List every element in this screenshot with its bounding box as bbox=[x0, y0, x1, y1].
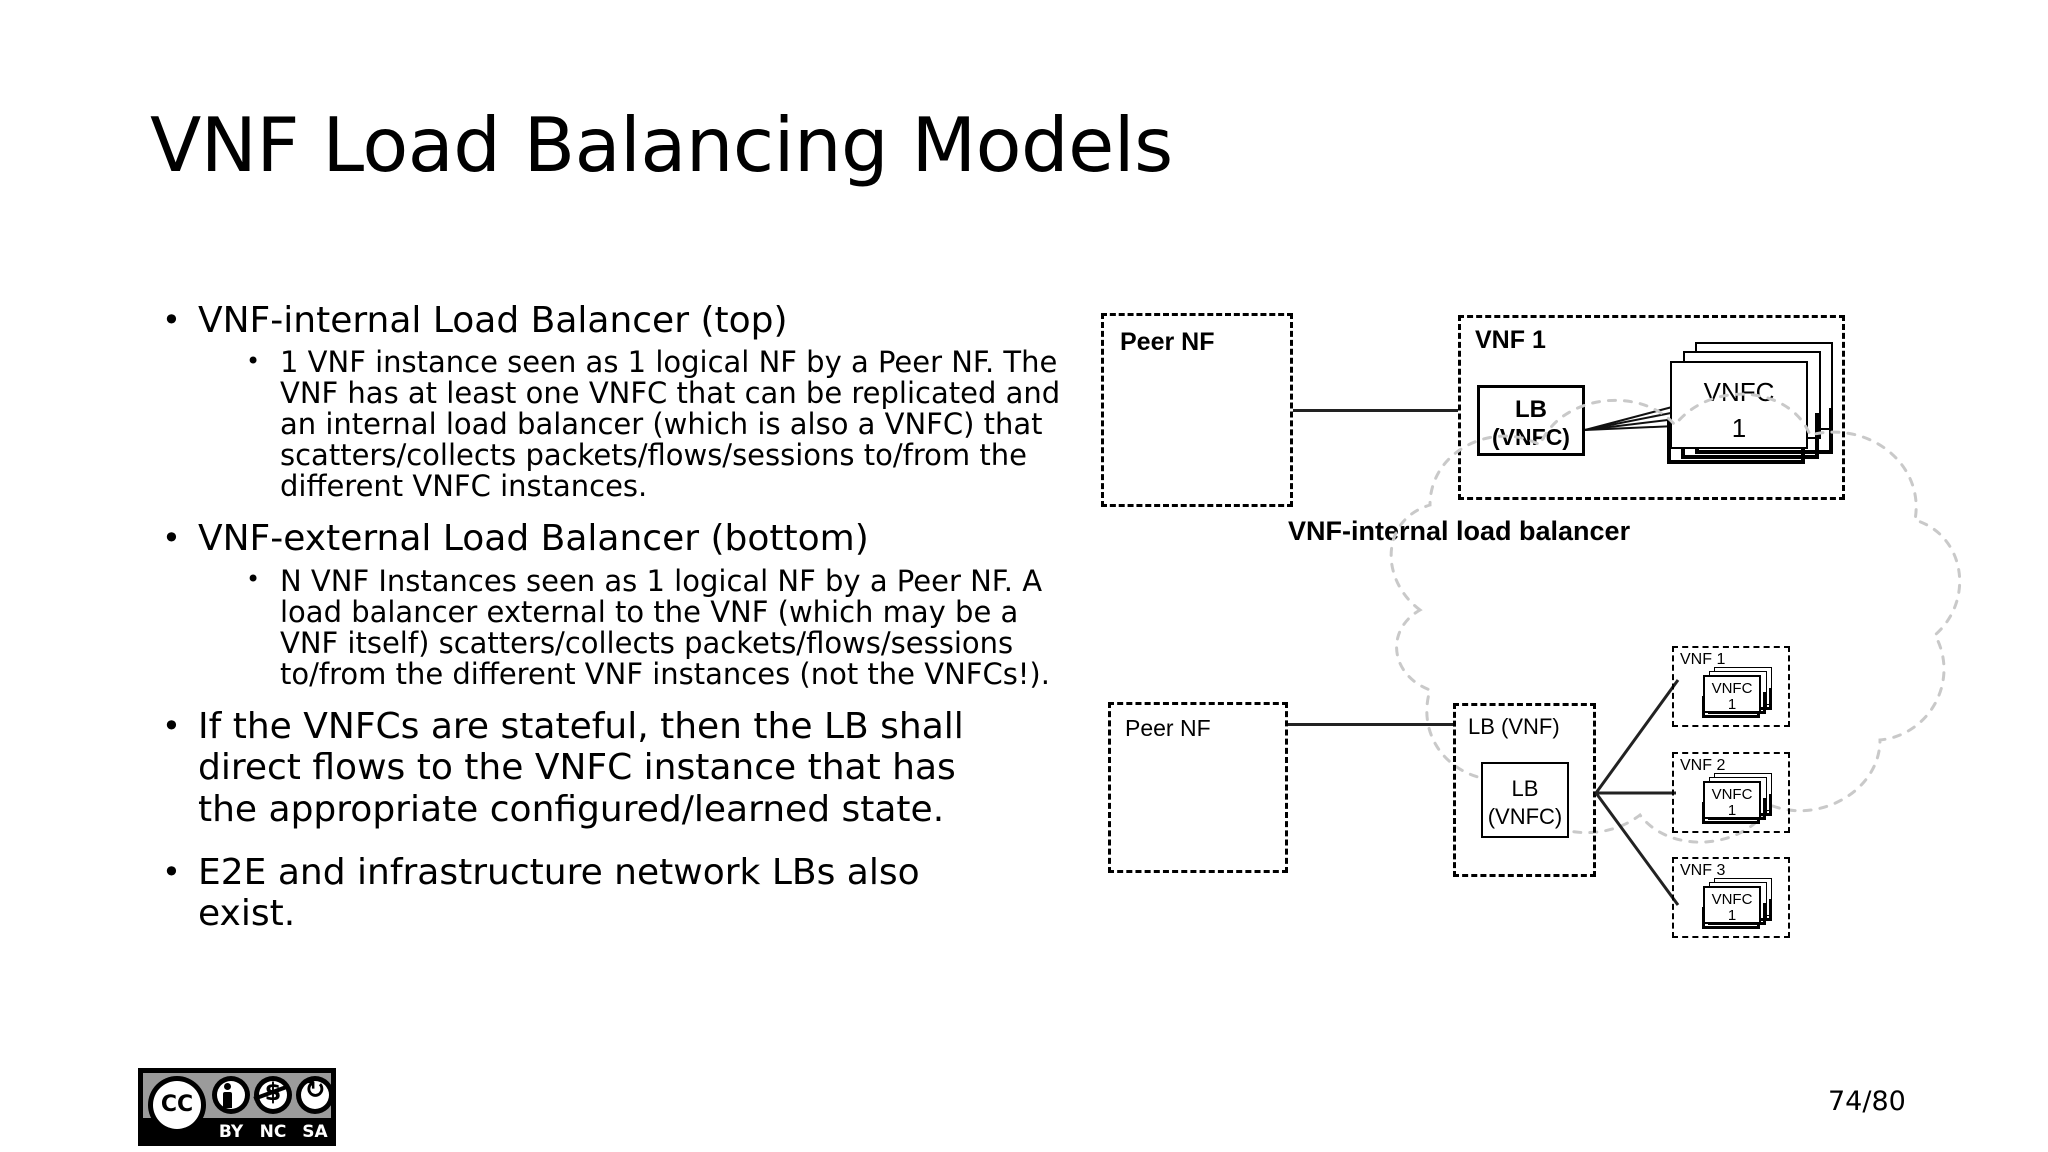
bullet-glyph: • bbox=[162, 300, 181, 339]
top-vnf1-label: VNF 1 bbox=[1475, 326, 1546, 354]
bottom-vnf1-vnfc-line2: 1 bbox=[1727, 696, 1737, 713]
bullet-glyph: • bbox=[162, 853, 181, 891]
bottom-lb-vnfc-line2: (VNFC) bbox=[1487, 804, 1563, 829]
bottom-vnf3-vnfc-line1: VNFC bbox=[1711, 891, 1753, 908]
sub-bullet-glyph: • bbox=[246, 346, 261, 375]
cc-by-icon bbox=[212, 1076, 250, 1114]
top-vnfc-box: VNFC 1 bbox=[1670, 361, 1808, 449]
bottom-vnf2-box: VNF 2 VNFC 1 bbox=[1672, 752, 1790, 833]
bullet-external-lb-heading-text: VNF-external Load Balancer (bottom) bbox=[198, 518, 869, 560]
bottom-vnf2-vnfc-box: VNFC 1 bbox=[1703, 781, 1761, 819]
top-vnf1-box: VNF 1 LB (VNFC) VNFC 1 bbox=[1458, 315, 1845, 500]
bullet-glyph: • bbox=[162, 519, 181, 558]
top-peer-nf-label: Peer NF bbox=[1120, 328, 1215, 356]
bullet-external-lb-detail-text: N VNF Instances seen as 1 logical NF by … bbox=[280, 563, 1050, 691]
bullet-stateful-vnfc: • If the VNFCs are stateful, then the LB… bbox=[150, 706, 1020, 830]
bottom-lb-vnfc-line1: LB bbox=[1511, 776, 1539, 801]
cc-sa-arrow: ↺ bbox=[304, 1075, 326, 1104]
bullet-e2e-lb-text: E2E and infrastructure network LBs also … bbox=[198, 852, 920, 935]
bullet-e2e-lb: • E2E and infrastructure network LBs als… bbox=[150, 852, 1020, 935]
bullet-external-lb-heading: • VNF-external Load Balancer (bottom) bbox=[150, 518, 1020, 559]
bottom-peer-nf-box: Peer NF bbox=[1108, 702, 1288, 873]
bullet-internal-lb-heading-text: VNF-internal Load Balancer (top) bbox=[198, 300, 788, 341]
cc-nc-icon: $ bbox=[253, 1076, 292, 1114]
top-peer-nf-box: Peer NF bbox=[1101, 313, 1293, 507]
bullet-internal-lb-detail: • 1 VNF instance seen as 1 logical NF by… bbox=[150, 347, 1070, 502]
bullet-glyph: • bbox=[162, 706, 181, 745]
bottom-connector-line bbox=[1288, 723, 1453, 726]
diagram-area: Peer NF VNF 1 LB (VNFC) bbox=[1080, 280, 1980, 1050]
page-title: VNF Load Balancing Models bbox=[150, 101, 1173, 189]
bottom-vnf3-vnfc-line2: 1 bbox=[1727, 907, 1737, 924]
bullet-group-external-lb: • VNF-external Load Balancer (bottom) • … bbox=[150, 518, 1050, 689]
cc-license-badge: CC $ ↺ BY NC SA bbox=[138, 1068, 336, 1146]
bottom-vnf2-label: VNF 2 bbox=[1680, 757, 1726, 774]
bottom-vnf1-vnfc-line1: VNFC bbox=[1711, 680, 1753, 697]
bottom-vnf1-vnfc-box: VNFC 1 bbox=[1703, 675, 1761, 713]
bullet-group-internal-lb: • VNF-internal Load Balancer (top) • 1 V… bbox=[150, 300, 1060, 502]
bottom-vnf3-vnfc-box: VNFC 1 bbox=[1703, 886, 1761, 924]
bottom-vnf2-vnfc-line2: 1 bbox=[1727, 802, 1737, 819]
top-vnfc-line2: 1 bbox=[1731, 413, 1747, 443]
top-connector-line bbox=[1293, 409, 1458, 412]
top-vnfc-line1: VNFC bbox=[1703, 377, 1775, 407]
cc-term-nc: NC bbox=[259, 1122, 287, 1142]
bottom-vnf1-label: VNF 1 bbox=[1680, 651, 1726, 668]
bullet-internal-lb-detail-text: 1 VNF instance seen as 1 logical NF by a… bbox=[280, 345, 1061, 504]
sub-bullet-glyph: • bbox=[246, 565, 261, 594]
cc-term-sa: SA bbox=[302, 1122, 328, 1142]
bottom-peer-nf-label: Peer NF bbox=[1125, 715, 1211, 741]
cc-circle-text: CC bbox=[160, 1092, 194, 1117]
body-text-column: • VNF-internal Load Balancer (top) • 1 V… bbox=[150, 300, 1060, 941]
bullet-external-lb-detail: • N VNF Instances seen as 1 logical NF b… bbox=[150, 563, 1070, 691]
bottom-lb-vnf-label: LB (VNF) bbox=[1468, 714, 1560, 739]
bullet-stateful-vnfc-text: If the VNFCs are stateful, then the LB s… bbox=[198, 705, 964, 830]
bottom-vnf1-box: VNF 1 VNFC 1 bbox=[1672, 646, 1790, 727]
bottom-vnf2-vnfc-line1: VNFC bbox=[1711, 786, 1753, 803]
cc-term-by: BY bbox=[218, 1122, 244, 1142]
page-number: 74/80 bbox=[1828, 1086, 1906, 1117]
bottom-lb-vnf-box: LB (VNF) LB (VNFC) bbox=[1453, 703, 1596, 877]
bottom-lb-vnfc-box: LB (VNFC) bbox=[1481, 762, 1569, 838]
cc-sa-icon: ↺ bbox=[296, 1075, 334, 1114]
bottom-vnf3-box: VNF 3 VNFC 1 bbox=[1672, 857, 1790, 938]
bottom-vnf3-label: VNF 3 bbox=[1680, 862, 1726, 879]
bullet-internal-lb-heading: • VNF-internal Load Balancer (top) bbox=[150, 300, 1020, 341]
cc-circle-icon: CC bbox=[148, 1076, 206, 1134]
top-diagram-caption: VNF-internal load balancer bbox=[1288, 516, 1631, 546]
